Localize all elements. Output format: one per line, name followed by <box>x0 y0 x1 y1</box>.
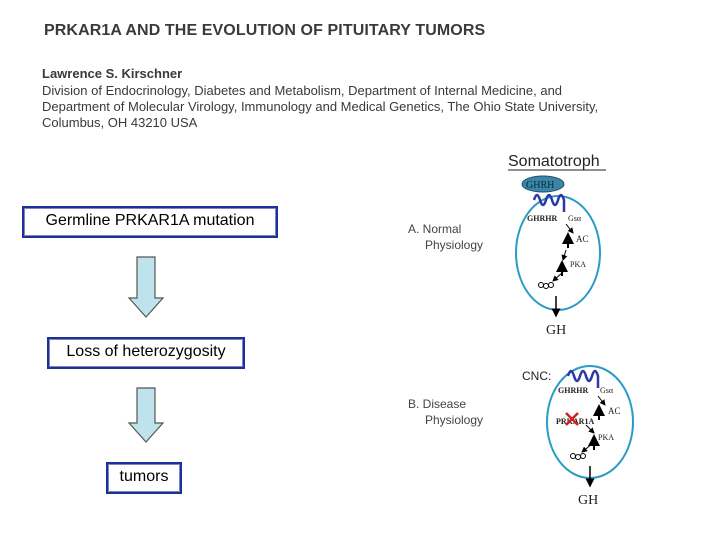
receptor-squiggle-b <box>566 369 600 388</box>
affiliation-line-1: Division of Endocrinology, Diabetes and … <box>42 83 563 98</box>
affiliation-line-2: Department of Molecular Virology, Immuno… <box>42 99 599 114</box>
flow-step-loss-of-heterozygosity: Loss of heterozygosity <box>47 337 245 369</box>
panel-b-sublabel: Physiology <box>425 413 483 427</box>
receptor-squiggle-a <box>532 193 566 212</box>
panel-a-sublabel: Physiology <box>425 238 483 252</box>
panel-b-ac: AC <box>608 406 621 416</box>
paper-title: PRKAR1A AND THE EVOLUTION OF PITUITARY T… <box>44 22 486 39</box>
panel-b-gs: Gsα <box>600 386 614 395</box>
mutation-x-icon <box>565 412 579 426</box>
panel-a-label: A. Normal <box>408 222 461 236</box>
flow-arrow-2 <box>127 387 165 443</box>
panel-b-gh: GH <box>578 493 598 508</box>
panel-a-ghrhr: GHRHR <box>527 214 557 223</box>
panel-a-gs: Gsα <box>568 214 582 223</box>
author-name: Lawrence S. Kirschner <box>42 66 183 81</box>
affiliation-line-3: Columbus, OH 43210 USA <box>42 115 198 130</box>
figure-title: Somatotroph <box>508 153 600 170</box>
flow-arrow-1 <box>127 256 165 318</box>
panel-b-cnc: CNC: <box>522 369 551 383</box>
ghrh-ligand <box>521 175 565 193</box>
panel-a-ac: AC <box>576 234 589 244</box>
panel-a-pka: PKA <box>570 260 586 269</box>
ghrh-label: GHRH <box>526 180 554 191</box>
flow-step-tumors: tumors <box>106 462 182 494</box>
panel-b-ghrhr: GHRHR <box>558 386 588 395</box>
panel-b-pka: PKA <box>598 433 614 442</box>
flow-step-germline-mutation: Germline PRKAR1A mutation <box>22 206 278 238</box>
panel-b-label: B. Disease <box>408 397 466 411</box>
panel-a-gh: GH <box>546 323 566 338</box>
